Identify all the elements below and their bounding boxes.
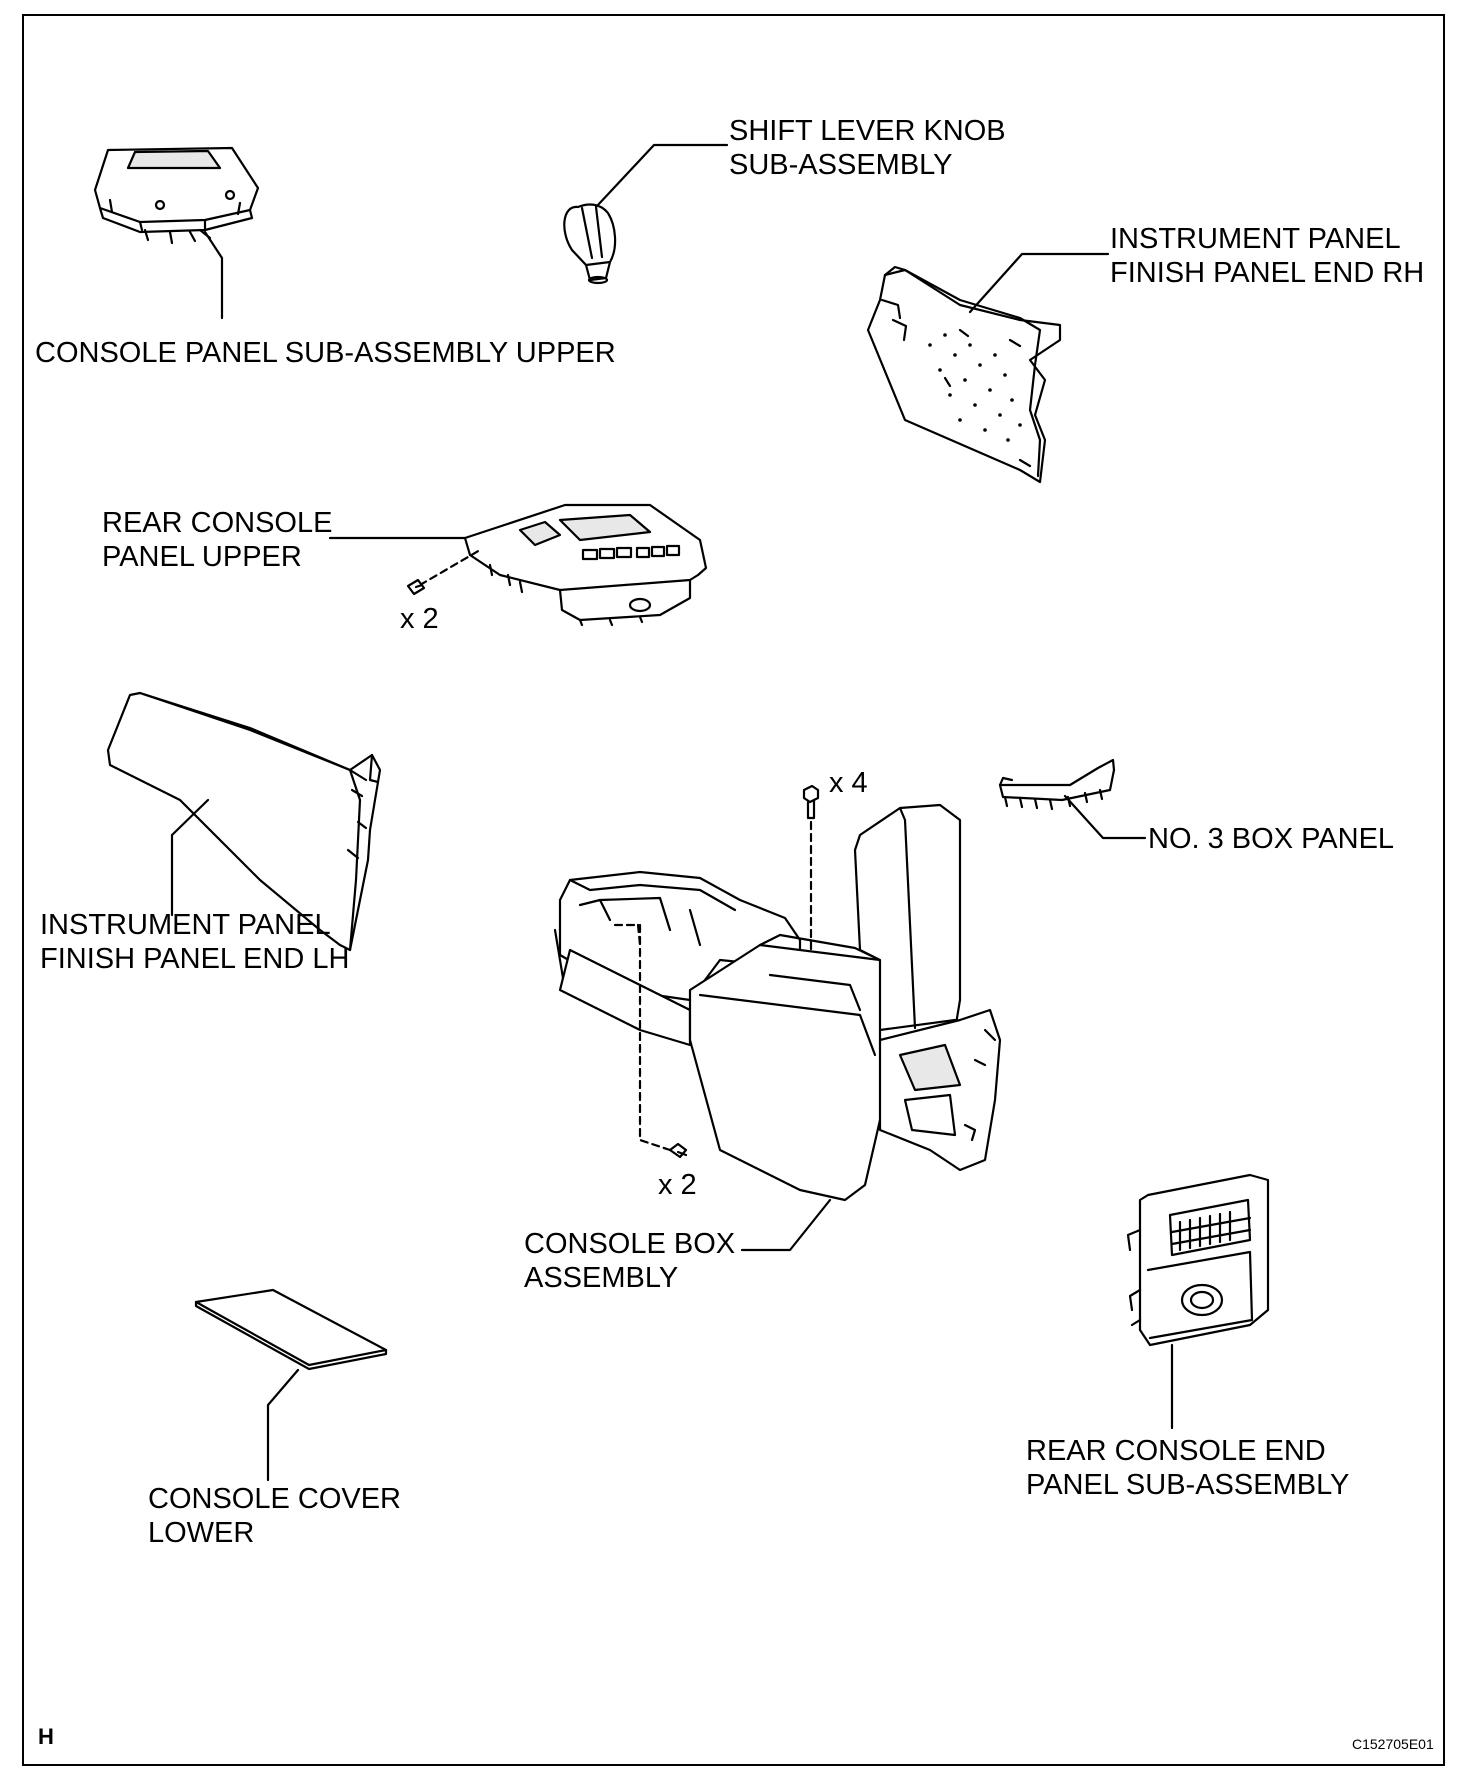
label-upper-bolt-count: x 2: [400, 603, 439, 635]
console-panel-upper-part: [93, 146, 260, 245]
section-letter: H: [38, 1724, 54, 1749]
rear-console-panel-upper-part: [463, 503, 708, 627]
screw-x2-lower: [668, 1142, 688, 1159]
label-ip-finish-panel-rh: INSTRUMENT PANEL FINISH PANEL END RH: [1110, 223, 1425, 289]
label-console-panel-upper: CONSOLE PANEL SUB-ASSEMBLY UPPER: [35, 337, 616, 369]
label-rear-console-panel-upper: REAR CONSOLE PANEL UPPER: [102, 507, 333, 573]
ip-finish-panel-rh-leader: [968, 252, 1110, 314]
console-box-leader: [740, 1198, 832, 1252]
no3-box-panel-part: [998, 758, 1116, 811]
ip-finish-panel-lh-part: [106, 691, 382, 952]
label-lower-bolt-count: x 2: [658, 1169, 697, 1201]
no3-box-panel-leader: [1063, 794, 1147, 840]
console-panel-upper-leader: [203, 230, 224, 320]
label-console-box-assembly: CONSOLE BOX ASSEMBLY: [524, 1228, 736, 1294]
label-no3-box-panel: NO. 3 BOX PANEL: [1148, 823, 1395, 855]
bolt-x4: [802, 784, 820, 820]
shift-lever-knob-leader: [595, 143, 729, 208]
ip-finish-panel-rh-part: [866, 265, 1062, 484]
figure-code: C152705E01: [1352, 1736, 1434, 1752]
lower-bolt-dashed: [613, 923, 672, 1152]
label-top-bolt-count: x 4: [829, 767, 868, 799]
console-cover-lower-part: [194, 1288, 388, 1371]
label-ip-finish-panel-lh: INSTRUMENT PANEL FINISH PANEL END LH: [40, 909, 350, 975]
rear-console-upper-dashed: [418, 548, 482, 587]
screw-x2-upper: [406, 578, 426, 596]
label-shift-lever-knob: SHIFT LEVER KNOB SUB-ASSEMBLY: [729, 115, 1006, 181]
label-console-cover-lower: CONSOLE COVER LOWER: [148, 1483, 401, 1549]
shift-lever-knob-part: [563, 203, 617, 285]
console-cover-lower-leader: [266, 1368, 300, 1482]
label-rear-console-end: REAR CONSOLE END PANEL SUB-ASSEMBLY: [1026, 1435, 1350, 1501]
console-box-assembly-part: [553, 803, 1002, 1202]
ip-finish-panel-lh-leader: [170, 798, 210, 917]
rear-console-end-part: [1126, 1173, 1270, 1347]
